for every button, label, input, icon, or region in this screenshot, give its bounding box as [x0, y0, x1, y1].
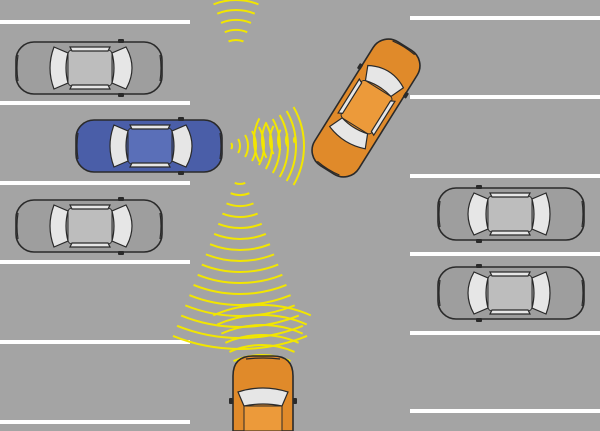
parked-car-icon [437, 264, 585, 322]
sensor-wave-icon [230, 192, 250, 196]
sensor-wave-icon [220, 324, 304, 335]
parked-car-icon [15, 39, 163, 97]
sensor-wave-icon [228, 39, 244, 43]
sensor-wave-icon [237, 138, 241, 154]
sensor-waves [172, 0, 312, 417]
sensor-wave-icon [261, 121, 268, 159]
parked-car-icon [437, 185, 585, 243]
sensor-wave-icon [293, 136, 296, 144]
sensor-wave-icon [234, 182, 246, 185]
sensor-wave-icon [285, 110, 297, 182]
sensor-wave-icon [224, 29, 248, 34]
sensor-wave-icon [213, 233, 267, 240]
sensor-wave-icon [213, 0, 259, 6]
sensor-wave-icon [229, 344, 295, 353]
sensor-wave-icon [217, 222, 263, 229]
sensor-wave-icon [258, 126, 265, 166]
sensor-wave-icon [193, 284, 287, 295]
sensor-wave-icon [251, 130, 257, 162]
right-parking-lines [410, 16, 600, 413]
parked-car-icon [15, 197, 163, 255]
sensor-wave-icon [222, 212, 258, 218]
sensor-wave-icon [277, 129, 282, 151]
sensor-wave-icon [271, 118, 281, 174]
sensor-wave-icon [224, 334, 300, 344]
sensor-wave-icon [201, 263, 279, 273]
sensor-wave-icon [209, 243, 271, 251]
sensor-wave-icon [230, 142, 233, 150]
approaching-car-icon [229, 355, 297, 431]
sensor-wave-icon [205, 253, 275, 262]
sensor-wave-icon [285, 132, 289, 148]
sensor-wave-icon [216, 9, 256, 15]
left-parking-lines [0, 20, 190, 424]
sensor-wave-icon [244, 134, 249, 158]
sensor-wave-icon [226, 202, 254, 207]
sensor-wave-icon [264, 122, 273, 170]
sensor-wave-icon [197, 273, 283, 284]
sensor-wave-icon [184, 304, 296, 317]
sensor-wave-icon [212, 304, 312, 317]
sensor-wave-icon [269, 125, 275, 155]
sensor-wave-icon [189, 294, 291, 306]
sensor-wave-icon [216, 314, 308, 326]
reversing-car-icon [75, 117, 223, 175]
sensor-wave-icon [253, 117, 261, 163]
sensor-wave-icon [292, 106, 305, 186]
sensor-wave-icon [220, 19, 252, 24]
